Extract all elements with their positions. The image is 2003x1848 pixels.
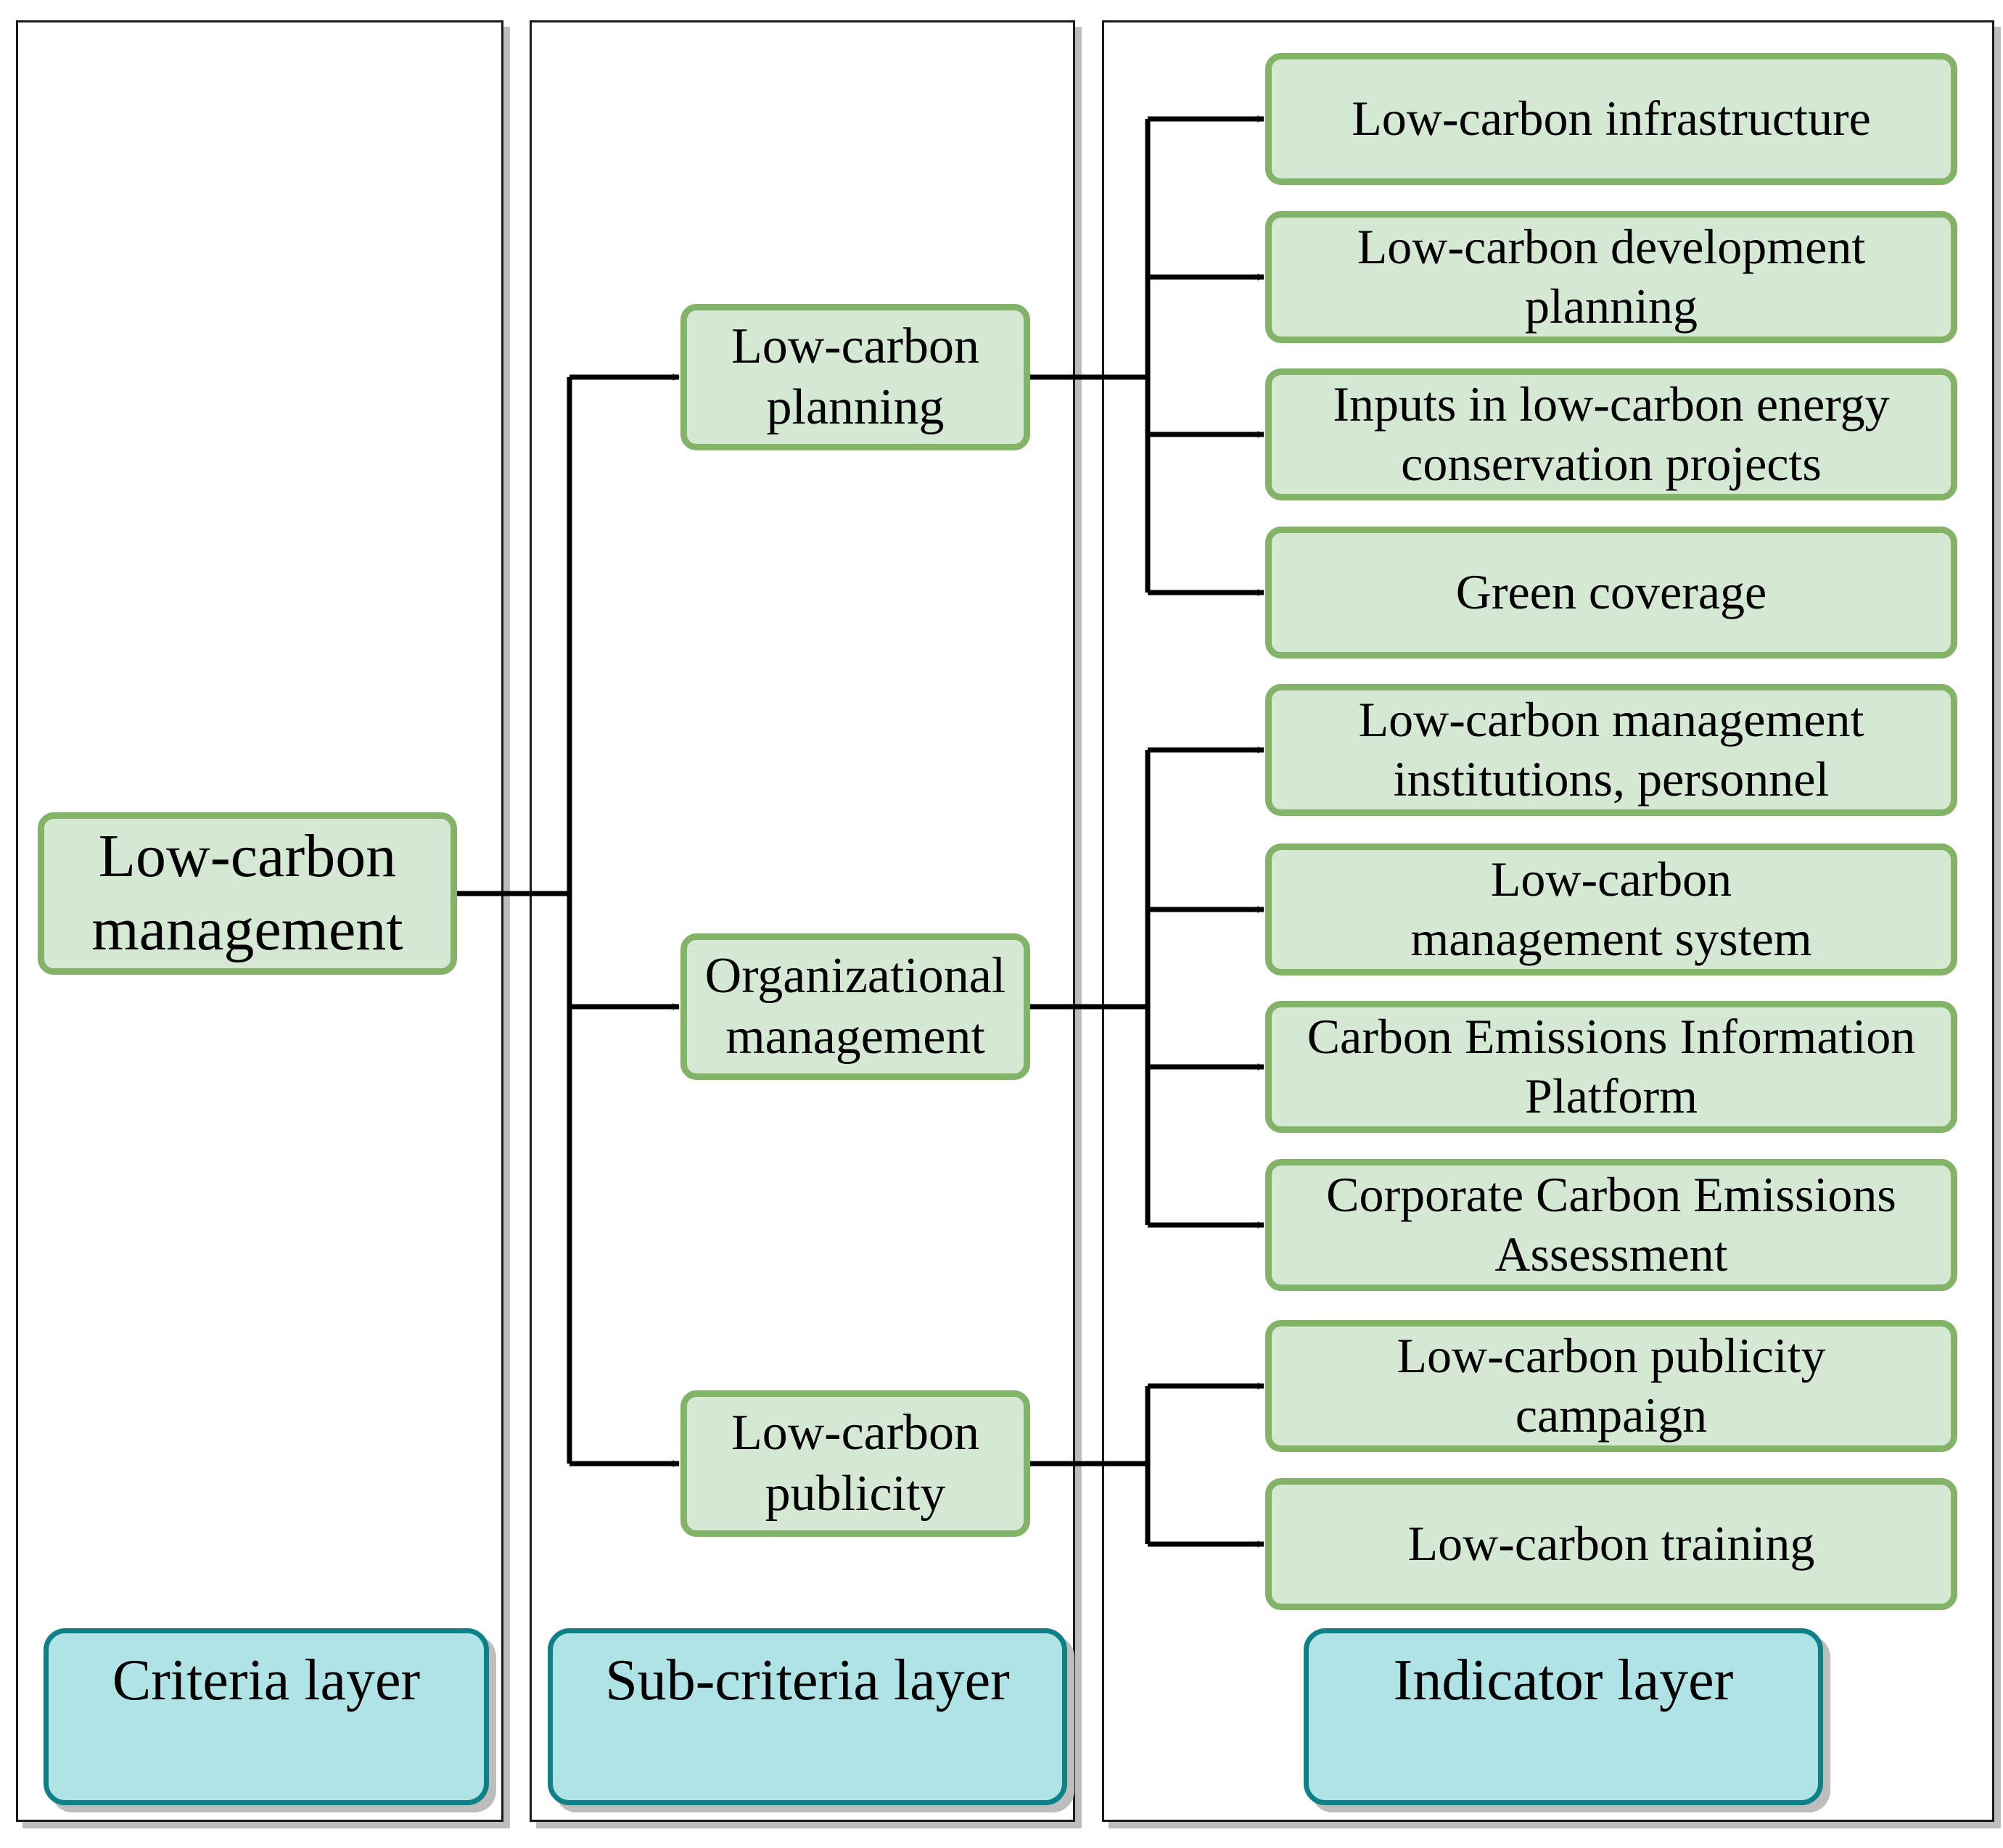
indicator-node-institutions: Low-carbon management institutions, pers… [1265,684,1957,816]
subcriteria-node-planning: Low-carbon planning [680,304,1030,450]
indicator-node-training: Low-carbon training [1265,1478,1957,1610]
subcriteria-node-publicity: Low-carbon publicity [680,1390,1030,1537]
criteria-layer-label: Criteria layer [44,1628,489,1805]
indicator-node-info-platform: Carbon Emissions Information Platform [1265,1001,1957,1133]
criteria-node: Low-carbon management [38,812,457,975]
subcriteria-node-organizational: Organizational management [680,933,1030,1080]
indicator-node-green-coverage: Green coverage [1265,527,1957,659]
indicator-node-development-planning: Low-carbon development planning [1265,211,1957,343]
indicator-node-management-system: Low-carbon management system [1265,843,1957,975]
indicator-layer-label: Indicator layer [1304,1628,1823,1805]
connector-group [457,115,1264,1548]
indicator-node-infrastructure: Low-carbon infrastructure [1265,53,1957,185]
indicator-node-publicity-campaign: Low-carbon publicity campaign [1265,1320,1957,1452]
indicator-node-energy-projects: Inputs in low-carbon energy conservation… [1265,368,1957,500]
indicator-node-emissions-assessment: Corporate Carbon Emissions Assessment [1265,1159,1957,1291]
subcriteria-layer-label: Sub-criteria layer [548,1628,1067,1805]
